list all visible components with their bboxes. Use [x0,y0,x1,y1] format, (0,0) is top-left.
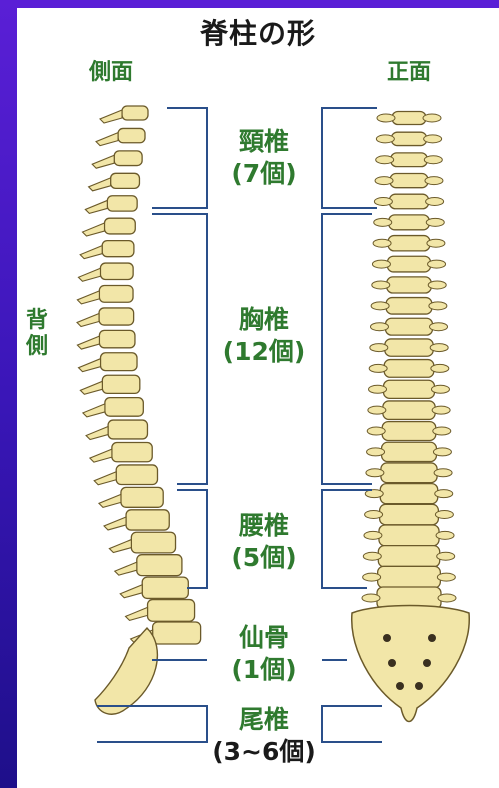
front-vertebra [364,525,454,546]
sacrum-label: 仙骨 (1個) [199,622,329,686]
front-vertebra [369,360,449,378]
sacrum-count: (1個) [199,654,329,686]
coccyx-name: 尾椎 [184,704,344,736]
back-label-char-1: 背 [23,308,51,334]
side-vertebra [77,285,133,303]
thoracic-label: 胸椎 (12個) [199,304,329,368]
front-vertebra [363,546,454,567]
coccyx-count: (3~6個) [184,736,344,768]
side-vertebra [115,555,182,576]
thoracic-name: 胸椎 [199,304,329,336]
side-vertebra [77,330,135,349]
side-vertebra [104,510,169,530]
thoracic-bracket-right [322,214,372,484]
cervical-name: 頸椎 [199,126,329,158]
side-vertebra [126,600,195,622]
front-vertebra [371,298,447,315]
front-vertebra [367,442,452,461]
front-vertebra [374,215,445,230]
cervical-label: 頸椎 (7個) [199,126,329,190]
page-title: 脊柱の形 [17,12,499,52]
side-view-label: 側面 [89,54,133,86]
side-vertebra [120,577,188,598]
front-vertebra [375,174,443,188]
front-sacrum [352,606,470,722]
side-vertebra [89,173,140,191]
cervical-count: (7個) [199,158,329,190]
side-vertebra [82,218,135,236]
lumbar-label: 腰椎 (5個) [199,510,329,574]
side-vertebra [109,532,175,553]
front-vertebra [370,339,448,356]
front-vertebra [373,236,445,251]
side-vertebra [94,465,157,485]
front-vertebra [363,566,456,588]
side-sacrum [95,628,157,714]
side-view-spine [77,106,201,714]
side-vertebra [90,443,152,463]
front-vertebra [370,318,447,335]
thoracic-count: (12個) [199,336,329,368]
front-vertebra [367,422,451,441]
front-vertebra [377,112,441,125]
side-vertebra [83,398,143,417]
front-vertebra [366,463,452,483]
back-side-label: 背 側 [23,308,51,360]
front-vertebra [376,153,443,167]
front-vertebra [372,277,446,293]
front-vertebra [372,256,445,272]
front-view-label: 正面 [387,54,431,86]
coccyx-label: 尾椎 (3~6個) [184,704,344,768]
front-vertebra [374,194,443,209]
side-vertebra [100,106,148,123]
back-label-char-2: 側 [23,334,51,360]
front-vertebra [376,132,441,145]
sacrum-name: 仙骨 [199,622,329,654]
cervical-bracket-right [322,108,377,208]
diagram-panel: 脊柱の形 側面 正面 背 側 頸椎 (7個) 胸椎 (12個) 腰椎 (5個) … [17,8,499,788]
side-vertebra [78,353,137,372]
side-vertebra [78,263,133,281]
side-vertebra [80,375,139,394]
side-vertebra [99,487,163,507]
side-vertebra [96,128,145,145]
front-vertebra [369,380,450,398]
side-vertebra [92,151,142,168]
side-vertebra [86,420,147,439]
lumbar-bracket-right [322,490,372,588]
lumbar-count: (5個) [199,542,329,574]
side-vertebra [77,308,134,327]
front-vertebra [365,504,454,524]
side-vertebra [80,241,134,259]
side-vertebra [85,196,137,214]
front-vertebra [368,401,450,419]
front-view-spine [352,112,470,722]
lumbar-name: 腰椎 [199,510,329,542]
front-vertebra [365,484,452,504]
